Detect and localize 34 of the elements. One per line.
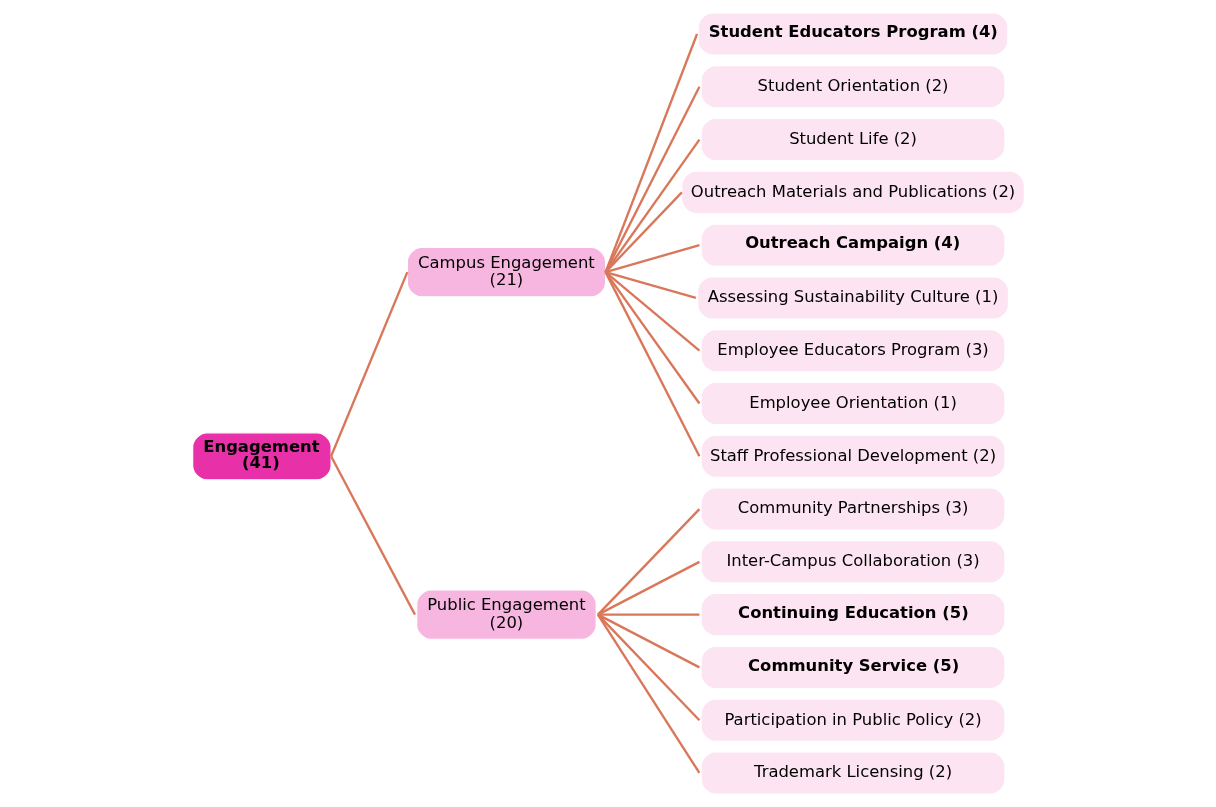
node-box: Participation in Public Policy (2) [700, 698, 1006, 742]
connector [596, 613, 700, 721]
connector [603, 33, 698, 273]
node-box: Public Engagement (20) [415, 589, 597, 640]
node-box: Student Life (2) [700, 117, 1006, 162]
connector [597, 613, 699, 616]
connector [604, 244, 700, 274]
node-box: Student Orientation (2) [700, 65, 1006, 109]
connector [604, 271, 700, 405]
node-box: Outreach Campaign (4) [700, 223, 1006, 267]
node-box: Assessing Sustainability Culture (1) [696, 276, 1009, 320]
node-box: Student Educators Program (4) [697, 12, 1008, 56]
node-box: Staff Professional Development (2) [700, 434, 1006, 478]
node-box: Engagement (41) [191, 432, 332, 481]
node-box: Employee Orientation (1) [700, 381, 1006, 426]
connector [329, 271, 408, 457]
node-box: Employee Educators Program (3) [700, 329, 1006, 373]
node-box: Continuing Education (5) [700, 592, 1006, 637]
connector [604, 138, 700, 273]
node-box: Community Service (5) [700, 645, 1006, 690]
node-box: Community Partnerships (3) [700, 487, 1006, 531]
connector [604, 271, 700, 352]
node-box: Outreach Materials and Publications (2) [680, 170, 1025, 215]
node-box: Inter-Campus Collaboration (3) [700, 540, 1006, 584]
node-box: Trademark Licensing (2) [700, 751, 1006, 795]
connector [604, 86, 700, 273]
connector [596, 614, 700, 774]
connector [604, 271, 700, 457]
connector [596, 560, 700, 616]
connector [596, 508, 700, 616]
node-box: Campus Engagement (21) [406, 246, 606, 298]
connector [329, 455, 416, 616]
connector [596, 613, 700, 669]
connector [604, 271, 696, 300]
